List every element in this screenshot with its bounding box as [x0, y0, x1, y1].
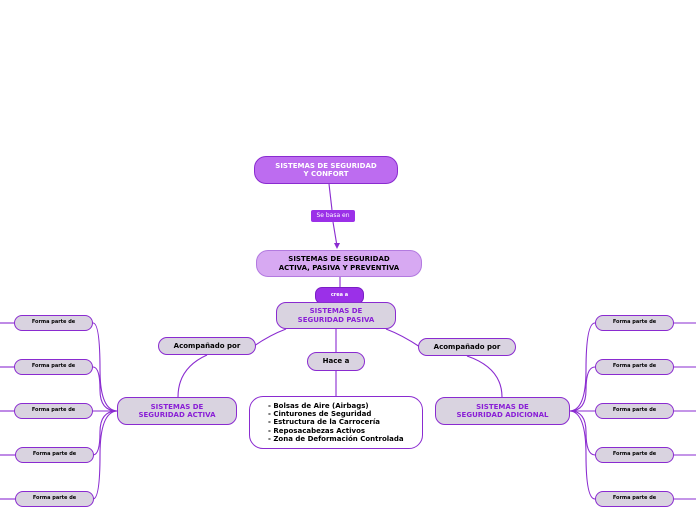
left-branch-4[interactable]: Forma parte de: [15, 447, 94, 463]
right-branch-4[interactable]: Forma parte de: [595, 447, 674, 463]
link-activa-forma-5: [92, 410, 118, 500]
center-node[interactable]: SISTEMAS DE SEGURIDAD ACTIVA, PASIVA Y P…: [256, 250, 422, 277]
link-acomp-left-activa: [177, 354, 208, 398]
activa-node[interactable]: SISTEMAS DE SEGURIDAD ACTIVA: [117, 397, 237, 425]
link-adicional-forma-4: [569, 410, 596, 456]
right-branch-3[interactable]: Forma parte de: [595, 403, 674, 419]
link-pasiva-acomp-right: [385, 328, 421, 348]
hace-label[interactable]: Hace a: [307, 352, 365, 371]
adicional-node[interactable]: SISTEMAS DE SEGURIDAD ADICIONAL: [435, 397, 570, 425]
link-acomp-right-adicional: [466, 355, 503, 398]
acomp-right-label[interactable]: Acompañado por: [418, 338, 516, 356]
right-branch-1[interactable]: Forma parte de: [595, 315, 674, 331]
left-branch-3[interactable]: Forma parte de: [14, 403, 93, 419]
left-branch-5[interactable]: Forma parte de: [15, 491, 94, 507]
link-activa-forma-1: [92, 322, 118, 412]
right-branch-5[interactable]: Forma parte de: [595, 491, 674, 507]
link-adicional-forma-2: [569, 366, 596, 412]
link-basa-center: [332, 221, 338, 247]
pasiva-items-list[interactable]: - Bolsas de Aire (Airbags) - Cinturones …: [249, 396, 423, 449]
link-activa-forma-4: [92, 410, 118, 456]
acomp-left-label[interactable]: Acompañado por: [158, 337, 256, 355]
link-root-basa: [328, 183, 333, 211]
root-node[interactable]: SISTEMAS DE SEGURIDAD Y CONFORT: [254, 156, 398, 184]
link-activa-forma-2: [92, 366, 118, 412]
pasiva-node[interactable]: SISTEMAS DE SEGURIDAD PASIVA: [276, 302, 396, 329]
basa-connector-label[interactable]: Se basa en: [311, 210, 355, 222]
left-branch-2[interactable]: Forma parte de: [14, 359, 93, 375]
link-adicional-forma-1: [569, 322, 596, 412]
left-branch-1[interactable]: Forma parte de: [14, 315, 93, 331]
right-branch-2[interactable]: Forma parte de: [595, 359, 674, 375]
link-pasiva-acomp-left: [253, 328, 287, 347]
link-adicional-forma-5: [569, 410, 596, 500]
arrowhead-icon: [334, 243, 340, 249]
